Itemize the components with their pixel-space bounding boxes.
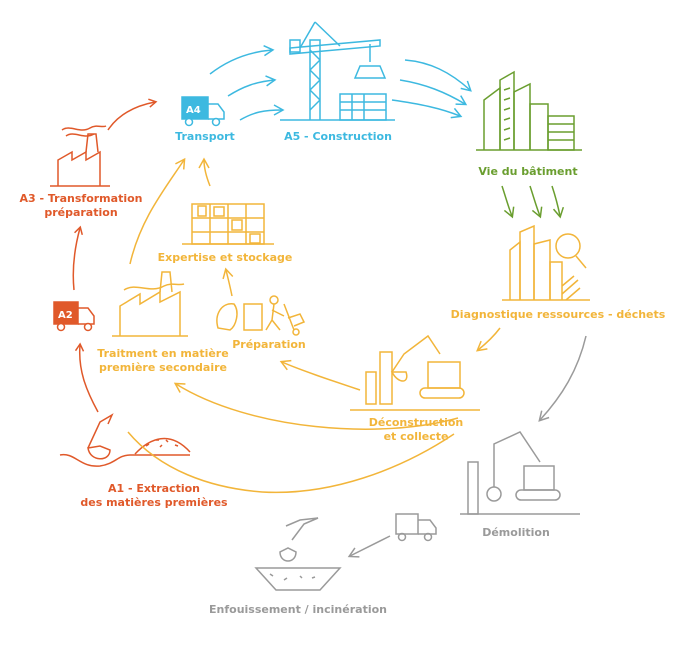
arrow-construction-1	[404, 59, 472, 92]
arrow-diag-to-demolition	[538, 335, 587, 422]
crane-icon	[280, 21, 395, 121]
truck-icon	[181, 96, 225, 127]
demolition-label: Démolition	[482, 526, 550, 539]
storage-shelves-icon	[182, 203, 274, 245]
arrow-extraction-to-a2	[74, 342, 99, 413]
transport-label: Transport	[175, 130, 235, 143]
arrow-a2-to-transformation	[72, 225, 84, 291]
buildings-icon	[476, 70, 582, 151]
arrow-vie-2	[529, 185, 543, 219]
arrow-transformation-to-a4	[107, 98, 158, 131]
arrow-construction-2	[399, 79, 468, 106]
extraction-label: A1 - Extraction des matières premières	[80, 482, 228, 509]
arrow-top-2	[227, 75, 277, 97]
vie-du-batiment-label: Vie du bâtiment	[478, 165, 578, 178]
arrow-preparation-to-expertise	[222, 267, 234, 297]
arrow-construction-3	[391, 99, 463, 119]
a4-badge: A4	[186, 105, 201, 116]
arrow-top-1	[209, 45, 275, 75]
deconstruction-label: Déconstruction et collecte	[368, 416, 464, 443]
arrow-diag-to-deconstruction	[476, 327, 501, 352]
arrow-demolition-to-landfill	[347, 535, 391, 558]
arrow-vie-3	[551, 185, 565, 219]
truck-icon	[53, 301, 95, 332]
cycle-arc-upper-left	[129, 157, 186, 265]
transformation-label: A3 - Transformation préparation	[19, 192, 143, 219]
demolition-icon	[460, 431, 580, 515]
recycling-factory-icon	[112, 271, 188, 337]
traitement-label: Traitment en matière première secondaire	[97, 347, 229, 374]
excavator-icon	[350, 334, 480, 411]
hand-truck-icon	[216, 295, 306, 336]
excavation-icon	[59, 413, 191, 467]
diagnostique-label: Diagnostique ressources - déchets	[450, 308, 666, 321]
landfill-icon	[254, 517, 342, 591]
arrow-expertise-to-transport	[198, 157, 211, 187]
cycle-arc-bottom	[127, 431, 455, 494]
cycle-arc-left	[173, 382, 459, 430]
expertise-label: Expertise et stockage	[157, 251, 293, 264]
preparation-label: Préparation	[232, 338, 306, 351]
construction-label: A5 - Construction	[284, 130, 392, 143]
factory-icon	[50, 125, 110, 187]
truck-icon	[395, 513, 437, 542]
enfouissement-label: Enfouissement / incinération	[209, 603, 387, 616]
arrow-deconstruction-to-preparation	[279, 359, 361, 391]
magnifier-buildings-icon	[502, 224, 590, 301]
a2-badge: A2	[58, 310, 73, 321]
arrow-top-3	[239, 104, 285, 121]
arrow-vie-1	[501, 185, 515, 219]
